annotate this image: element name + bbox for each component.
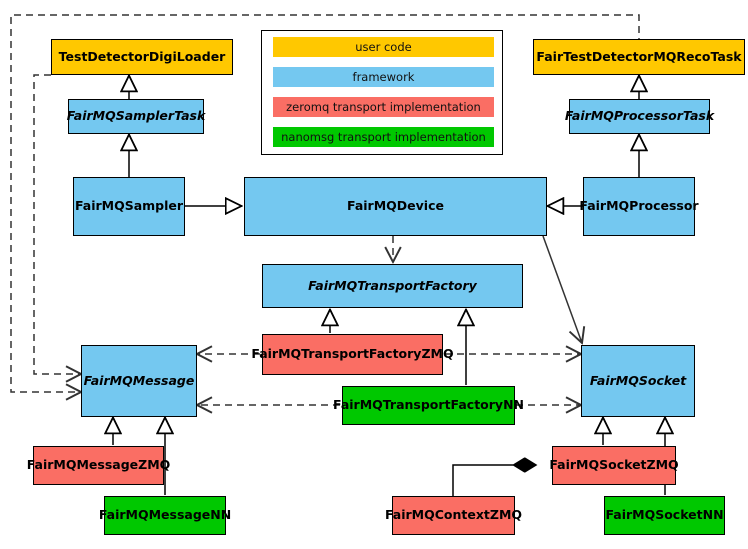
class-label-fairmq-socket-zmq: FairMQSocketZMQ <box>549 457 679 473</box>
legend-label-zeromq: zeromq transport implementation <box>286 100 481 114</box>
legend-label-nanomsg: nanomsg transport implementation <box>281 130 486 144</box>
legend-item-framework: framework <box>273 67 494 87</box>
class-label-test-detector-digi-loader: TestDetectorDigiLoader <box>58 48 226 64</box>
legend-item-nanomsg: nanomsg transport implementation <box>273 127 494 147</box>
class-label-fairmq-processor: FairMQProcessor <box>579 198 699 214</box>
legend-item-user-code: user code <box>273 37 494 57</box>
class-label-fairmq-sampler: FairMQSampler <box>74 198 184 214</box>
edge-device-socket <box>542 235 582 343</box>
class-label-fairmq-transport-factory: FairMQTransportFactory <box>308 277 477 293</box>
class-box-fairmq-transport-factory[interactable]: FairMQTransportFactory <box>262 264 523 308</box>
class-box-fairmq-processor-task[interactable]: FairMQProcessorTask <box>565 99 714 134</box>
class-label-fairmq-processor-task: FairMQProcessorTask <box>564 108 715 124</box>
class-box-fairmq-message-nn[interactable]: FairMQMessageNN <box>99 496 231 535</box>
class-label-fairmq-sampler-task: FairMQSamplerTask <box>66 108 206 124</box>
legend-label-user-code: user code <box>355 40 412 54</box>
class-label-fairmq-socket: FairMQSocket <box>589 372 687 388</box>
class-box-fairmq-sampler[interactable]: FairMQSampler <box>73 177 185 236</box>
class-label-fairmq-message: FairMQMessage <box>83 372 195 388</box>
class-label-fairmq-device: FairMQDevice <box>347 198 444 214</box>
class-box-fairmq-processor[interactable]: FairMQProcessor <box>579 177 699 236</box>
class-label-fair-test-detector-mq-reco-task: FairTestDetectorMQRecoTask <box>536 48 742 64</box>
class-label-fairmq-transport-factory-nn: FairMQTransportFactoryNN <box>333 397 524 413</box>
legend-panel: user code framework zeromq transport imp… <box>261 30 503 155</box>
class-box-fairmq-transport-factory-zmq[interactable]: FairMQTransportFactoryZMQ <box>251 334 454 375</box>
class-box-fairmq-sampler-task[interactable]: FairMQSamplerTask <box>66 99 206 134</box>
legend-item-zeromq: zeromq transport implementation <box>273 97 494 117</box>
class-box-fairmq-transport-factory-nn[interactable]: FairMQTransportFactoryNN <box>333 386 524 425</box>
class-box-fairmq-socket[interactable]: FairMQSocket <box>581 345 695 417</box>
class-label-fairmq-message-nn: FairMQMessageNN <box>98 507 232 523</box>
class-label-fairmq-context-zmq: FairMQContextZMQ <box>384 507 523 523</box>
class-box-fairmq-device[interactable]: FairMQDevice <box>244 177 547 236</box>
class-box-test-detector-digi-loader[interactable]: TestDetectorDigiLoader <box>51 39 233 75</box>
class-label-fairmq-socket-nn: FairMQSocketNN <box>605 507 724 523</box>
class-box-fairmq-socket-nn[interactable]: FairMQSocketNN <box>604 496 725 535</box>
class-label-fairmq-transport-factory-zmq: FairMQTransportFactoryZMQ <box>251 346 454 362</box>
class-box-fair-test-detector-mq-reco-task[interactable]: FairTestDetectorMQRecoTask <box>533 39 745 75</box>
class-label-fairmq-message-zmq: FairMQMessageZMQ <box>26 457 171 473</box>
class-box-fairmq-message[interactable]: FairMQMessage <box>81 345 197 417</box>
legend-label-framework: framework <box>352 70 415 84</box>
class-box-fairmq-socket-zmq[interactable]: FairMQSocketZMQ <box>549 446 679 485</box>
class-box-fairmq-context-zmq[interactable]: FairMQContextZMQ <box>385 496 522 535</box>
class-box-fairmq-message-zmq[interactable]: FairMQMessageZMQ <box>27 446 170 485</box>
